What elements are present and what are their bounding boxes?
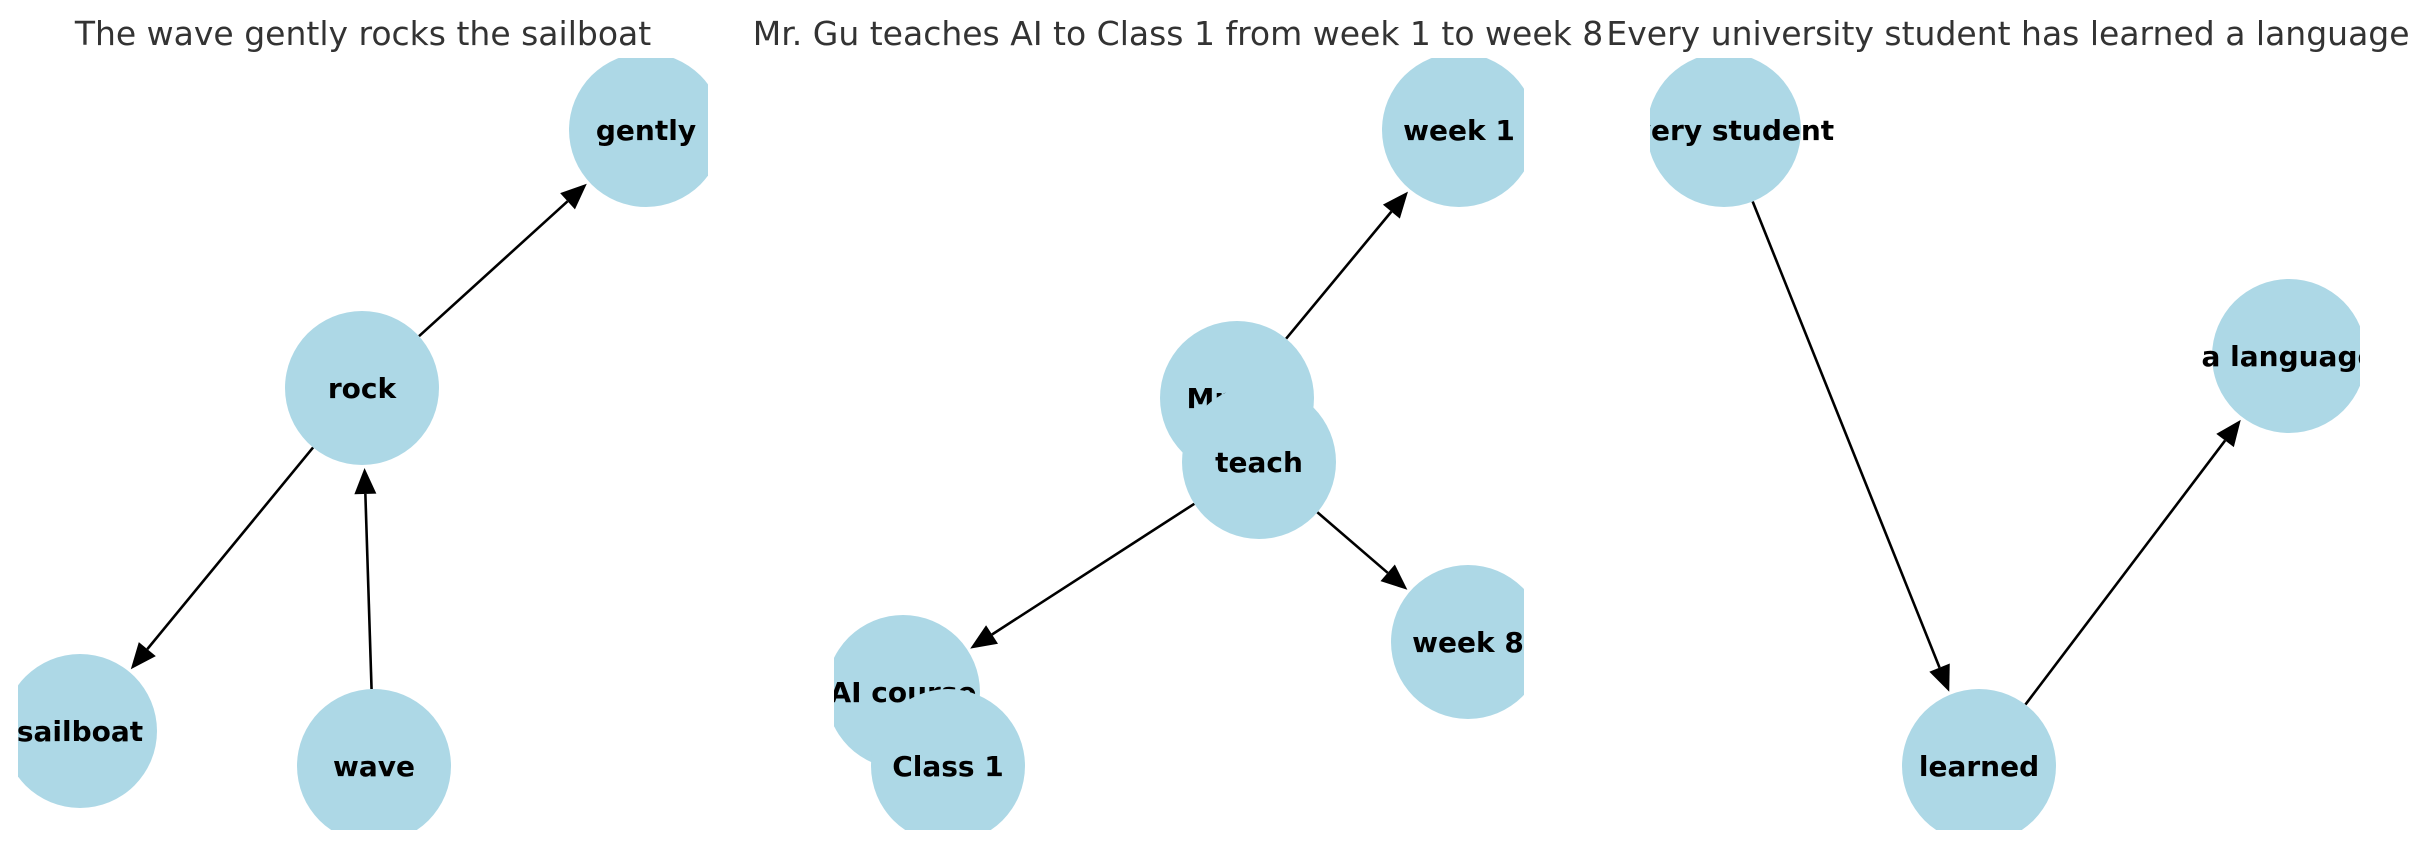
node-learned-circle xyxy=(1902,689,2056,830)
edge-wave-to-rock xyxy=(364,493,373,690)
edge-mrgu-to-week1 xyxy=(1285,210,1393,340)
node-week-1-circle xyxy=(1382,58,1524,207)
edge-everystudent-to-learned-arrowhead xyxy=(1929,663,1950,692)
node-gently: gently xyxy=(569,58,708,207)
node-teach: teach xyxy=(1182,385,1336,539)
edge-everystudent-to-learned xyxy=(1751,200,1941,669)
node-sailboat: sailboat xyxy=(17,654,157,808)
node-teach-label: teach xyxy=(1215,446,1303,479)
node-wave-circle xyxy=(297,689,451,830)
node-week-1: week 1 xyxy=(1382,58,1524,207)
node-week-8: week 8 xyxy=(1391,565,1524,719)
node-rock: rock xyxy=(285,311,439,465)
edge-learned-to-alanguage xyxy=(2024,439,2227,706)
node-class-1-circle xyxy=(871,689,1025,830)
node-gently-circle xyxy=(569,58,708,207)
node-learned: learned xyxy=(1902,689,2056,830)
edge-wave-to-rock-arrowhead xyxy=(354,467,377,495)
node-sailboat-circle xyxy=(18,654,157,808)
edge-rock-to-gently-arrowhead xyxy=(560,183,587,210)
node-class-1: Class 1 xyxy=(871,689,1025,830)
panel-title-2: Mr. Gu teaches AI to Class 1 from week 1… xyxy=(753,14,1603,53)
node-every-student-circle xyxy=(1650,58,1801,207)
node-a-language-label: a language xyxy=(2202,340,2377,373)
node-week-8-label: week 8 xyxy=(1412,626,1524,659)
edge-teach-to-week8 xyxy=(1316,511,1389,574)
node-learned-label: learned xyxy=(1919,750,2039,783)
node-week-8-circle xyxy=(1391,565,1524,719)
node-sailboat-label: sailboat xyxy=(17,715,143,748)
node-every-student: every student xyxy=(1614,58,1834,207)
edge-teach-to-aicourse xyxy=(991,502,1196,636)
edge-teach-to-week8-arrowhead xyxy=(1380,564,1408,590)
node-wave: wave xyxy=(297,689,451,830)
edge-learned-to-alanguage-arrowhead xyxy=(2216,419,2241,448)
node-every-student-label: every student xyxy=(1614,114,1834,147)
panel-language-graph: every student a language learned xyxy=(1614,58,2377,830)
edge-rock-to-gently xyxy=(418,200,569,338)
edge-teach-to-aicourse-arrowhead xyxy=(970,625,999,649)
panel-title-1: The wave gently rocks the sailboat xyxy=(74,14,651,53)
node-a-language-circle xyxy=(2212,279,2360,433)
edge-mrgu-to-week1-arrowhead xyxy=(1382,191,1408,219)
node-gently-label: gently xyxy=(596,114,696,147)
node-rock-circle xyxy=(285,311,439,465)
node-wave-label: wave xyxy=(333,750,415,783)
node-week-1-label: week 1 xyxy=(1403,114,1515,147)
node-rock-label: rock xyxy=(328,372,398,405)
edge-rock-to-sailboat xyxy=(146,446,315,650)
panel-title-3: Every university student has learned a l… xyxy=(1606,14,2409,53)
node-teach-circle xyxy=(1182,385,1336,539)
panel-sailboat-graph: gently rock sailboat wave xyxy=(17,58,708,830)
edge-rock-to-sailboat-arrowhead xyxy=(130,642,156,670)
node-class-1-label: Class 1 xyxy=(892,750,1004,783)
node-a-language: a language xyxy=(2202,279,2377,433)
